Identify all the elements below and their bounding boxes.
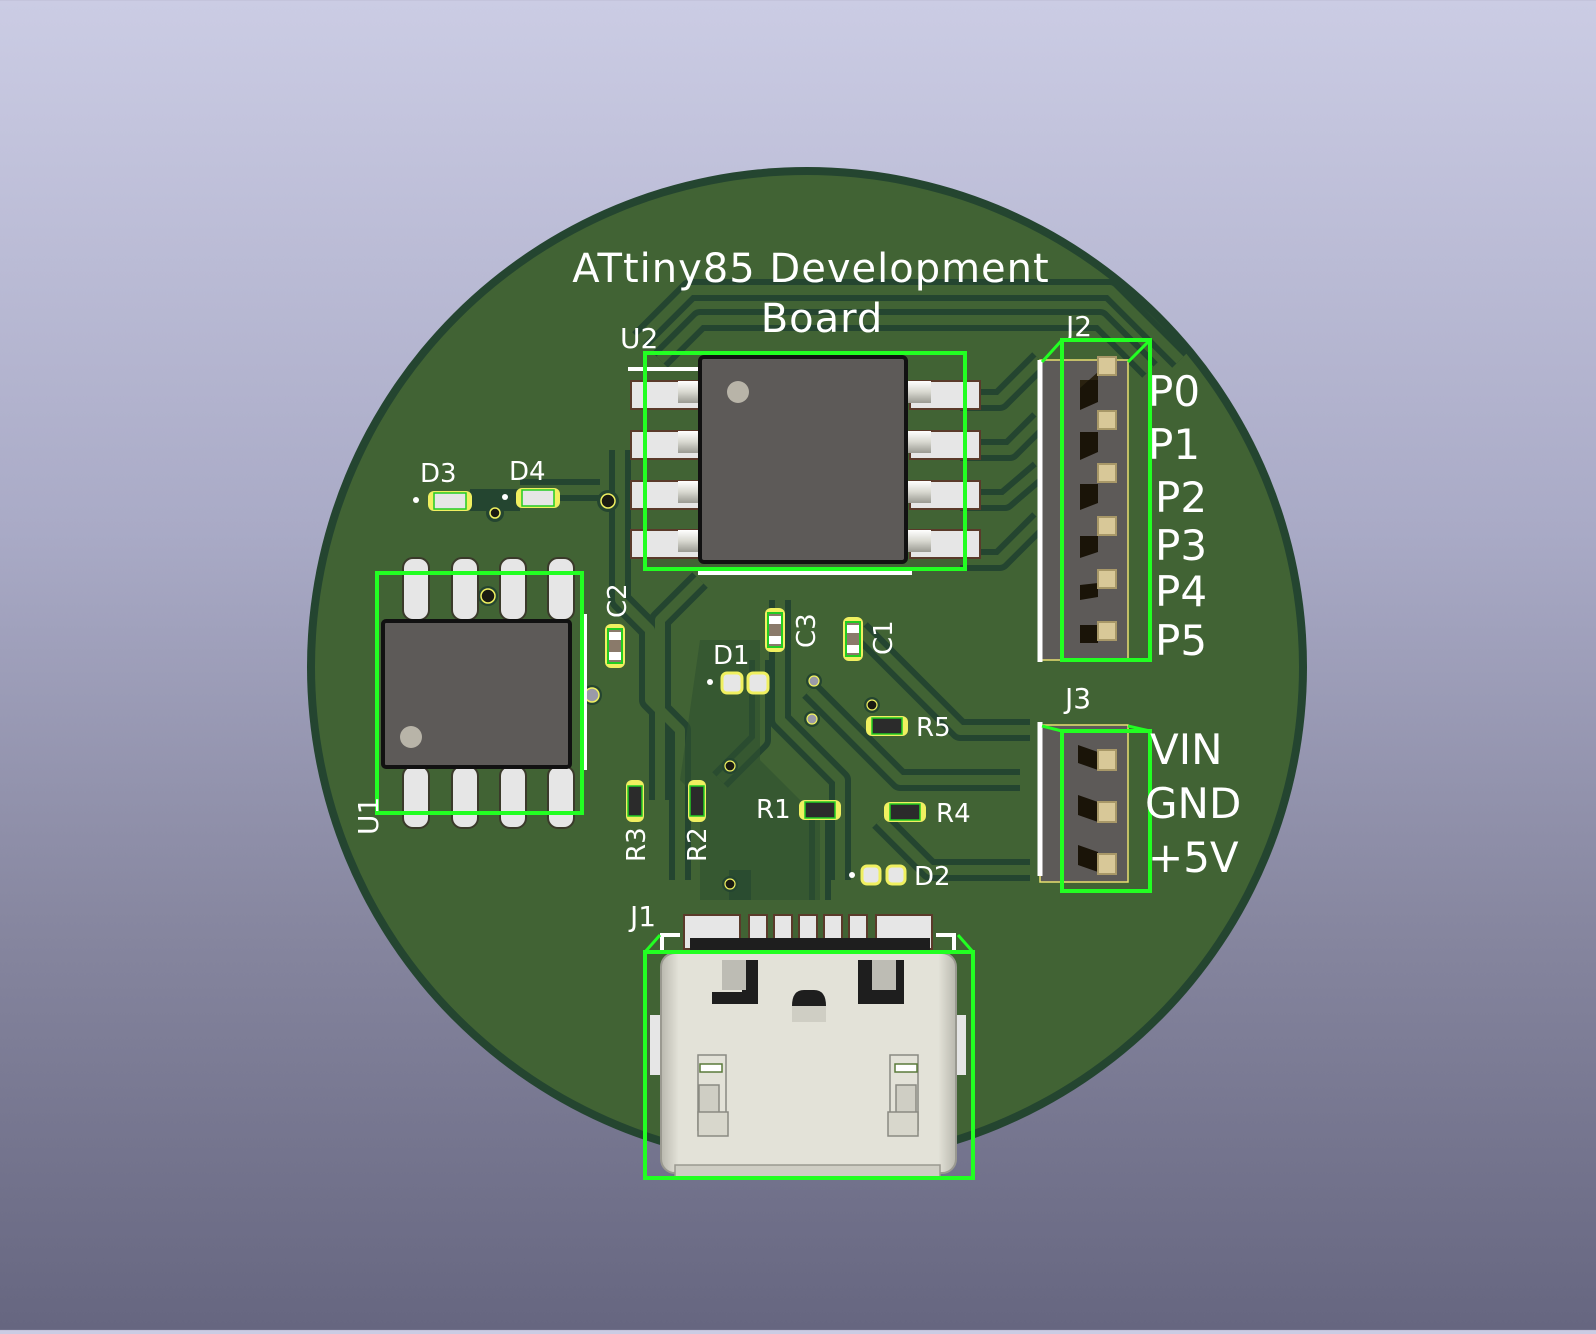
board-title-line2: Board: [761, 296, 884, 342]
j3-pins: [1078, 745, 1117, 875]
ref-label-r3: R3: [622, 827, 652, 862]
ref-label-c1: C1: [869, 620, 899, 655]
j1-courtyard: [643, 950, 975, 1180]
j2-pins: [1080, 356, 1117, 643]
ref-label-r1: R1: [756, 795, 791, 825]
ref-label-u2: U2: [620, 322, 658, 355]
ref-label-j3: J3: [1063, 682, 1091, 715]
usb-c-mount-tab-left: [697, 1054, 729, 1137]
u1-courtyard: [375, 571, 584, 815]
component-j3[interactable]: J3 VIN GND +5V: [1037, 682, 1241, 893]
ref-label-d1: D1: [713, 641, 750, 671]
component-d1[interactable]: D1: [707, 641, 770, 695]
component-u2[interactable]: U2: [620, 322, 981, 575]
u1-ic-body: [381, 619, 572, 769]
pin1-marker-icon: [400, 726, 422, 748]
pin-label-p4: P4: [1155, 567, 1207, 616]
ref-label-d2: D2: [914, 862, 951, 892]
pin-label-5v: +5V: [1148, 833, 1239, 882]
u2-courtyard: [643, 351, 967, 571]
j2-pin-labels: P0 P1 P2 P3 P4 P5: [1148, 367, 1207, 665]
j3-pin-labels: VIN GND +5V: [1145, 725, 1241, 882]
component-c1[interactable]: C1: [843, 617, 899, 661]
component-r2[interactable]: R2: [683, 780, 713, 862]
pin1-marker-icon: [727, 381, 749, 403]
copper-traces: [470, 279, 1188, 900]
board-title-line1: ATtiny85 Development: [572, 246, 1049, 292]
j3-courtyard: [1060, 729, 1152, 893]
ref-label-r5: R5: [916, 713, 951, 743]
usb-c-receptacle-body: [660, 952, 957, 1174]
component-j1[interactable]: J1: [628, 900, 975, 1180]
component-r3[interactable]: R3: [622, 780, 652, 862]
pin-label-vin: VIN: [1150, 725, 1223, 774]
board-title: ATtiny85 Development Board: [572, 246, 1049, 342]
component-r5[interactable]: R5: [866, 713, 951, 743]
pin-label-p3: P3: [1155, 521, 1207, 570]
ref-label-d4: D4: [509, 457, 546, 487]
component-r1[interactable]: R1: [756, 795, 841, 825]
usb-c-mount-tab-right: [887, 1054, 919, 1137]
ref-label-j2: J2: [1064, 310, 1092, 343]
component-u1[interactable]: U1: [352, 557, 587, 835]
ref-label-c3: C3: [792, 613, 822, 648]
j2-courtyard: [1060, 338, 1152, 662]
u2-ic-body: [698, 355, 908, 564]
component-c3[interactable]: C3: [765, 608, 822, 652]
ref-label-c2: C2: [603, 583, 633, 618]
component-d2[interactable]: D2: [849, 862, 951, 892]
pin-label-p1: P1: [1148, 420, 1200, 469]
ref-label-d3: D3: [420, 459, 457, 489]
component-j2[interactable]: J2 P0 P1 P2 P3 P4 P5: [1037, 310, 1207, 665]
ref-label-r2: R2: [683, 827, 713, 862]
pin-label-gnd: GND: [1145, 779, 1241, 828]
component-r4[interactable]: R4: [884, 799, 971, 829]
pin-label-p2: P2: [1155, 473, 1207, 522]
component-c2[interactable]: C2: [603, 583, 633, 668]
ref-label-u1: U1: [352, 797, 385, 835]
ref-label-j1: J1: [628, 900, 656, 933]
pin-label-p5: P5: [1155, 616, 1207, 665]
ref-label-r4: R4: [936, 799, 971, 829]
component-d4[interactable]: D4: [502, 457, 560, 508]
pin-label-p0: P0: [1148, 367, 1200, 416]
vias: [478, 490, 880, 892]
u2-pads: [630, 380, 981, 559]
component-d3[interactable]: D3: [413, 459, 472, 511]
